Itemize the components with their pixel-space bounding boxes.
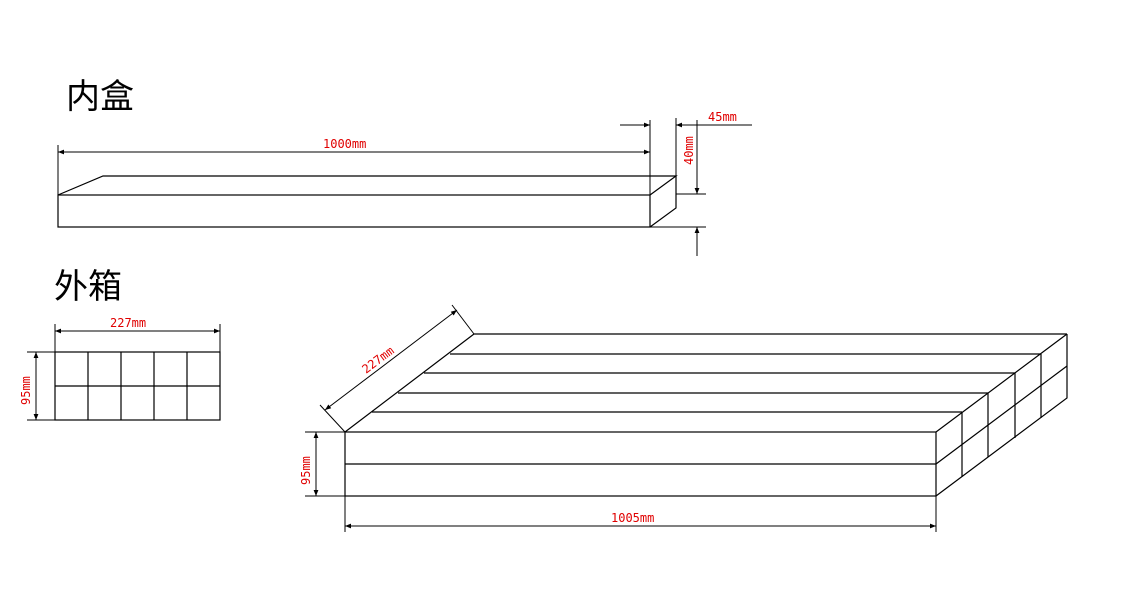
- inner-length-label: 1000mm: [323, 137, 366, 151]
- outer-front-height-dimension: [27, 351, 55, 421]
- outer-iso-length-dimension: [344, 496, 937, 532]
- outer-front-width-label: 227mm: [110, 316, 146, 330]
- inner-box-drawing: [57, 175, 678, 228]
- inner-box-heading: 内盒: [66, 77, 134, 117]
- inner-height-label: 40mm: [682, 136, 696, 165]
- inner-length-dimension: [57, 120, 651, 195]
- outer-iso-width-dimension: [319, 304, 475, 433]
- outer-iso-height-dimension: [305, 431, 345, 497]
- outer-iso-length-label: 1005mm: [611, 511, 654, 525]
- inner-height-dimension: [650, 120, 706, 256]
- outer-front-width-dimension: [54, 324, 221, 352]
- inner-width-dimension: [620, 118, 752, 176]
- outer-front-view: [54, 351, 221, 421]
- outer-iso-height-label: 95mm: [299, 456, 313, 485]
- outer-box-heading: 外箱: [54, 267, 122, 307]
- inner-width-label: 45mm: [708, 110, 737, 124]
- outer-iso-view: [344, 333, 1068, 497]
- outer-front-height-label: 95mm: [19, 376, 33, 405]
